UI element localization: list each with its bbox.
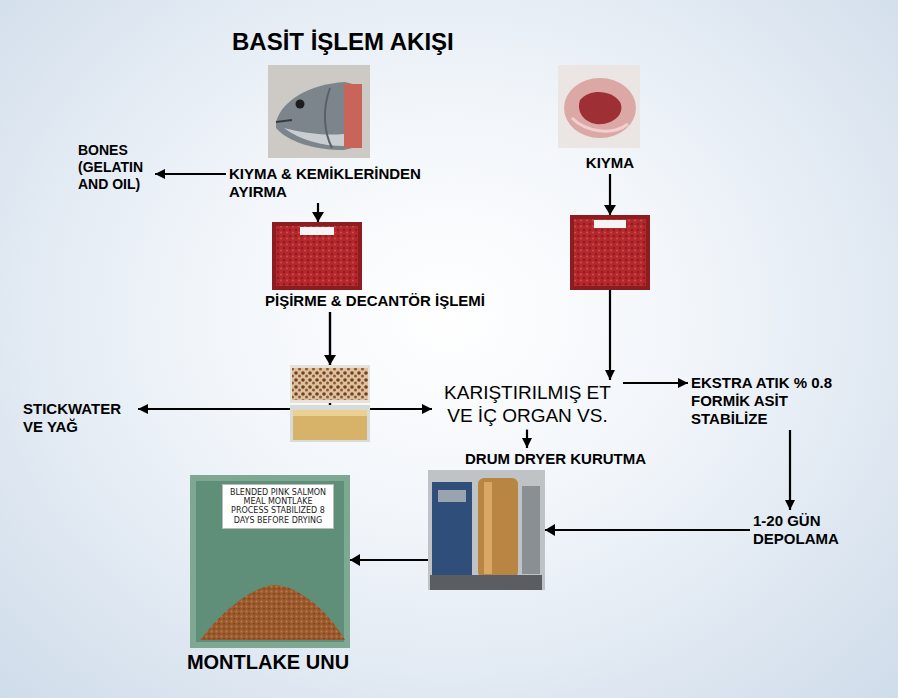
fish-meal-photo-part <box>196 481 344 642</box>
minced-tray-photo-part <box>570 215 650 290</box>
flow-arrow <box>623 382 688 384</box>
process-step: BONES (GELATIN AND OIL) <box>75 140 155 194</box>
fish-meat-photo-part <box>579 92 621 124</box>
drum-dryer-photo-part <box>484 482 492 574</box>
fish-meal-photo-part <box>200 585 345 640</box>
cooked-tray-photo-part <box>290 365 370 403</box>
step-text: DRUM DRYER KURUTMA <box>465 450 646 468</box>
diagram-title: BASİT İŞLEM AKIŞI <box>232 28 454 57</box>
minced-tray-photo-part <box>300 227 334 235</box>
step-text: KIYMA <box>586 154 634 172</box>
step-text: KARIŞTIRILMIŞ ET VE İÇ ORGAN VS. <box>435 382 620 428</box>
step-text: EKSTRA ATIK % 0.8 FORMİK ASİT STABİLİZE <box>691 374 835 428</box>
step-text: KIYMA & KEMİKLERİNDEN AYIRMA <box>229 165 453 201</box>
flow-arrow <box>317 203 319 290</box>
flow-arrow <box>789 430 791 510</box>
flow-arrow <box>138 312 330 409</box>
flow-arrow-head-part <box>324 355 336 365</box>
minced-tray-photo-part <box>574 219 646 286</box>
cooked-tray-photo-part <box>293 410 367 440</box>
step-text: STICKWATER VE YAĞ <box>23 400 135 436</box>
photo-caption: BLENDED PINK SALMON MEAL MONTLAKE PROCES… <box>222 484 334 529</box>
flow-arrow-head-part <box>350 554 360 566</box>
fish-meal-photo <box>190 475 350 648</box>
drum-dryer-photo-part <box>430 575 542 590</box>
flow-arrow <box>330 312 432 409</box>
cooked-tray-photo-part <box>290 405 370 442</box>
fish-head-photo-part <box>276 120 292 122</box>
flow-arrow-head-part <box>312 212 324 222</box>
fish-meat-photo <box>558 65 640 148</box>
drum-dryer-photo-part <box>428 470 545 590</box>
step-text: PİŞİRME & DECANTÖR İŞLEMİ <box>265 292 485 310</box>
process-step: PİŞİRME & DECANTÖR İŞLEMİ <box>262 290 488 312</box>
process-step: KARIŞTIRILMIŞ ET VE İÇ ORGAN VS. <box>432 380 623 430</box>
flow-arrow <box>500 470 750 530</box>
cooked-tray-photo <box>290 365 370 442</box>
step-text: BONES (GELATIN AND OIL) <box>78 142 152 192</box>
process-step: MONTLAKE UNU <box>184 648 352 676</box>
fish-head-photo-part <box>296 100 305 109</box>
step-text: MONTLAKE UNU <box>187 650 349 674</box>
fish-meat-photo-part <box>558 65 640 148</box>
cooked-tray-photo-part <box>292 368 368 400</box>
fish-meat-photo-part <box>564 78 636 138</box>
fish-head-photo-part <box>276 82 360 150</box>
fish-head-photo-part <box>284 128 344 146</box>
cooked-tray-photo-part <box>293 410 367 416</box>
flow-arrow <box>526 430 528 448</box>
process-step: KIYMA <box>583 152 637 174</box>
drum-dryer-photo-part <box>522 486 540 574</box>
fish-head-photo-part <box>344 84 362 148</box>
drum-dryer-photo-part <box>438 490 466 502</box>
minced-tray-photo <box>570 215 650 290</box>
minced-tray-photo-part <box>272 222 362 290</box>
fish-meat-photo-part <box>572 118 628 131</box>
drum-dryer-photo <box>428 470 545 590</box>
drum-dryer-photo-part <box>478 478 518 578</box>
minced-tray-photo <box>272 222 362 290</box>
flow-arrow-head-part <box>545 524 555 536</box>
fish-head-photo-part <box>325 88 332 148</box>
process-step: 1-20 GÜN DEPOLAMA <box>750 510 845 550</box>
process-step: STICKWATER VE YAĞ <box>20 398 138 438</box>
fish-head-photo <box>268 65 370 158</box>
minced-tray-photo-part <box>276 226 358 286</box>
fish-head-photo-part <box>268 65 370 158</box>
minced-tray-photo-part <box>594 220 626 228</box>
fish-meal-photo-part <box>190 475 350 648</box>
flow-arrow <box>609 174 611 380</box>
flow-arrow <box>155 173 226 175</box>
drum-dryer-photo-part <box>432 482 472 575</box>
flow-arrow-head-part <box>604 205 616 215</box>
process-step: KIYMA & KEMİKLERİNDEN AYIRMA <box>226 163 456 203</box>
step-text: 1-20 GÜN DEPOLAMA <box>753 512 842 548</box>
process-step: DRUM DRYER KURUTMA <box>462 448 649 470</box>
process-step: EKSTRA ATIK % 0.8 FORMİK ASİT STABİLİZE <box>688 372 838 430</box>
